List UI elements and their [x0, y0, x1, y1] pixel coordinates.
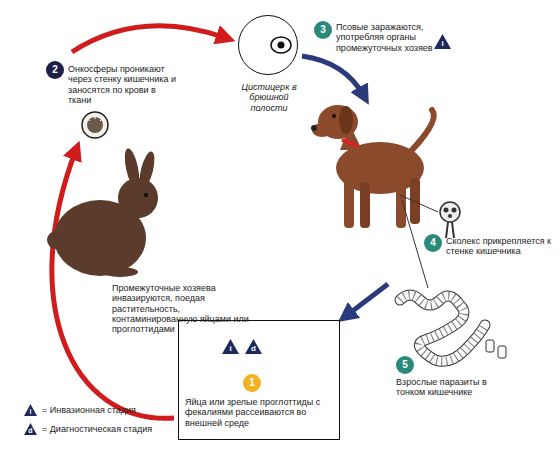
- callout-number: 2: [46, 61, 64, 79]
- stage-note: Сколекс прикрепляется к стенке кишечника: [446, 236, 554, 257]
- dog: [311, 105, 434, 228]
- stage-symbol: i: [24, 404, 37, 416]
- stage-note: Взрослые паразиты в тонком кишечнике: [396, 377, 496, 398]
- oncosphere: [82, 112, 108, 138]
- cycle-arrow: [72, 26, 226, 52]
- cysticercus-icon: [238, 15, 298, 75]
- node-caption: Цистицерк в брюшной полости: [231, 82, 307, 113]
- cycle-arrow: [346, 284, 388, 316]
- stage-note: Псовые заражаются, употребляя органы про…: [336, 22, 436, 53]
- adult-worm: [400, 295, 506, 361]
- legend-text: = Инвазионная стадия: [42, 405, 136, 415]
- stage-note: Промежуточные хозяева инвазируются, поед…: [112, 283, 262, 335]
- stage-symbol: i: [434, 34, 451, 49]
- callout-number: 1: [243, 374, 261, 392]
- cysticercus-circle: Цистицерк в брюшной полости: [238, 15, 298, 75]
- legend-text: = Диагностическая стадия: [42, 424, 152, 434]
- callout-number: 3: [314, 21, 332, 39]
- cycle-arrow: [302, 56, 364, 96]
- callout-number: 4: [424, 234, 442, 252]
- scolex: [440, 202, 460, 238]
- rabbit: [47, 147, 158, 277]
- stage-text: Яйца или зрелые проглоттиды с фекалиями …: [185, 397, 333, 428]
- leader-line: [400, 195, 438, 212]
- stage-symbol: d: [24, 423, 37, 435]
- callout-number: 5: [396, 356, 414, 374]
- stage-note: Онкосферы проникают через стенку кишечни…: [68, 64, 178, 105]
